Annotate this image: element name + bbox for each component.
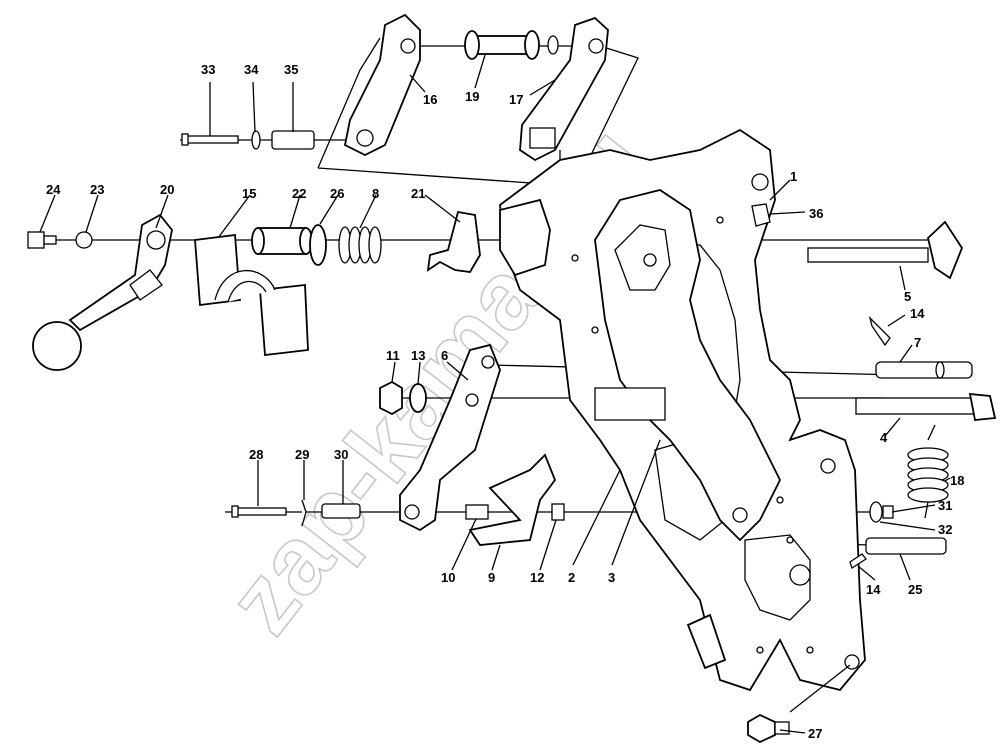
pin-33 bbox=[181, 133, 239, 146]
label-33: 33 bbox=[201, 62, 215, 77]
pin-7 bbox=[875, 361, 973, 379]
ring-26 bbox=[309, 224, 327, 266]
label-30: 30 bbox=[334, 447, 348, 462]
leader-lines bbox=[39, 54, 951, 734]
label-34: 34 bbox=[244, 62, 259, 77]
label-18: 18 bbox=[950, 473, 964, 488]
washer-13 bbox=[409, 383, 427, 413]
lever-6 bbox=[399, 343, 501, 532]
pin-25 bbox=[865, 537, 947, 555]
bracket-15 bbox=[194, 233, 309, 357]
label-1: 1 bbox=[790, 169, 797, 184]
washer-23 bbox=[75, 231, 93, 249]
bushing-22 bbox=[251, 227, 313, 255]
label-7: 7 bbox=[914, 335, 921, 350]
split-pin-14-bottom bbox=[849, 553, 867, 569]
label-8: 8 bbox=[372, 186, 379, 201]
bolt-10 bbox=[465, 504, 489, 520]
label-27: 27 bbox=[808, 726, 822, 741]
label-20: 20 bbox=[160, 182, 174, 197]
label-26: 26 bbox=[330, 186, 344, 201]
bolt-4 bbox=[855, 392, 997, 421]
link-16 bbox=[343, 13, 421, 157]
label-23: 23 bbox=[90, 182, 104, 197]
label-14-top: 14 bbox=[910, 306, 925, 321]
label-11: 11 bbox=[386, 348, 400, 363]
split-pin-14-top bbox=[868, 315, 891, 347]
part-labels: 33 34 35 16 19 17 1 36 24 23 20 15 22 26… bbox=[46, 62, 964, 741]
cam-21 bbox=[426, 210, 481, 273]
label-28: 28 bbox=[249, 447, 263, 462]
label-22: 22 bbox=[292, 186, 306, 201]
label-9: 9 bbox=[488, 570, 495, 585]
label-10: 10 bbox=[441, 570, 455, 585]
label-4: 4 bbox=[880, 430, 888, 445]
pin-28 bbox=[231, 505, 287, 518]
label-24: 24 bbox=[46, 182, 61, 197]
bolt-27 bbox=[747, 713, 790, 744]
label-15: 15 bbox=[242, 186, 256, 201]
spring-18 bbox=[907, 424, 949, 519]
nut-12 bbox=[551, 503, 565, 521]
label-16: 16 bbox=[423, 92, 437, 107]
label-19: 19 bbox=[465, 89, 479, 104]
label-35: 35 bbox=[284, 62, 298, 77]
label-12: 12 bbox=[530, 570, 544, 585]
bolt-5 bbox=[807, 220, 964, 280]
lever-20 bbox=[32, 213, 173, 371]
label-29: 29 bbox=[295, 447, 309, 462]
link-17 bbox=[519, 16, 609, 162]
pin-19 bbox=[464, 30, 559, 60]
bracket-plate-3 bbox=[594, 189, 782, 542]
washer-34 bbox=[251, 130, 261, 150]
label-36: 36 bbox=[809, 206, 823, 221]
label-14-bottom: 14 bbox=[866, 582, 881, 597]
spring-8 bbox=[338, 226, 382, 264]
label-31: 31 bbox=[938, 498, 952, 513]
bushing-35 bbox=[271, 130, 315, 150]
bolt-24 bbox=[27, 231, 57, 249]
label-5: 5 bbox=[904, 289, 911, 304]
washer-31 bbox=[869, 501, 894, 523]
label-2: 2 bbox=[568, 570, 575, 585]
label-3: 3 bbox=[608, 570, 615, 585]
label-32: 32 bbox=[938, 522, 952, 537]
spacer-tube bbox=[594, 387, 666, 421]
label-17: 17 bbox=[509, 92, 523, 107]
bushing-30 bbox=[321, 503, 361, 519]
label-21: 21 bbox=[411, 186, 425, 201]
nut-36 bbox=[751, 203, 771, 227]
label-13: 13 bbox=[411, 348, 425, 363]
split-pin-29 bbox=[301, 499, 307, 527]
bracket-9 bbox=[468, 453, 557, 546]
small-bracket bbox=[499, 198, 727, 670]
nut-11 bbox=[379, 380, 403, 416]
label-25: 25 bbox=[908, 582, 922, 597]
label-6: 6 bbox=[441, 348, 448, 363]
